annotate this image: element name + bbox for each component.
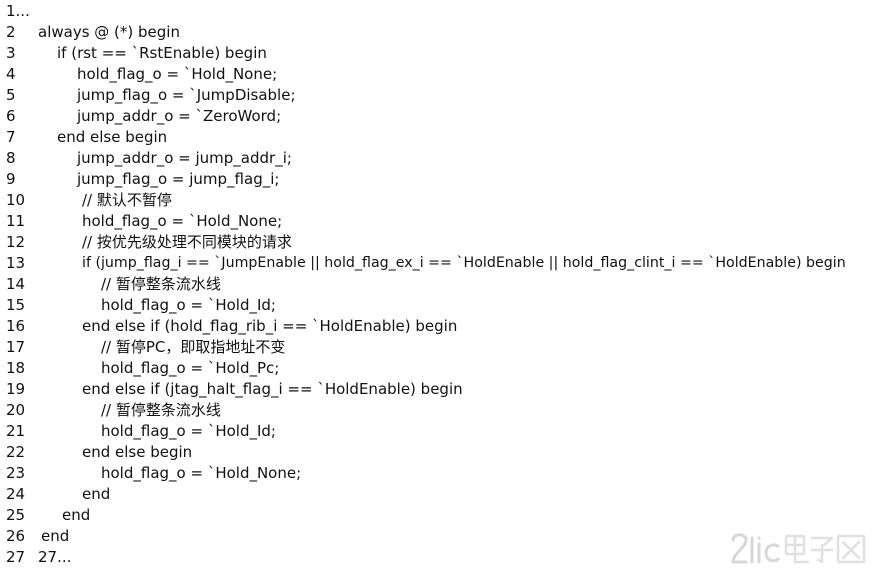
line-number: 23 bbox=[6, 464, 26, 482]
line-number: 1... bbox=[6, 2, 30, 20]
line-text: // 默认不暂停 bbox=[82, 191, 172, 209]
line-number: 15 bbox=[6, 296, 26, 314]
line-text: hold_flag_o = `Hold_Id; bbox=[101, 422, 276, 440]
code-line: 26 end bbox=[0, 526, 888, 547]
line-text: hold_flag_o = `Hold_Pc; bbox=[101, 359, 280, 377]
code-line: 13 if (jump_flag_i == `JumpEnable || hol… bbox=[0, 253, 888, 274]
code-line: 24 end bbox=[0, 484, 888, 505]
line-number: 10 bbox=[6, 191, 26, 209]
line-number: 20 bbox=[6, 401, 26, 419]
code-line: 12 // 按优先级处理不同模块的请求 bbox=[0, 232, 888, 253]
site-watermark bbox=[728, 528, 878, 568]
code-line: 16 end else if (hold_flag_rib_i == `Hold… bbox=[0, 316, 888, 337]
code-line: 19 end else if (jtag_halt_flag_i == `Hol… bbox=[0, 379, 888, 400]
line-text: // 暂停整条流水线 bbox=[101, 401, 221, 419]
line-text: end else if (jtag_halt_flag_i == `HoldEn… bbox=[82, 380, 463, 398]
line-text: end else begin bbox=[57, 128, 168, 146]
line-number: 19 bbox=[6, 380, 26, 398]
line-number: 5 bbox=[6, 86, 16, 104]
code-line: 23 hold_flag_o = `Hold_None; bbox=[0, 463, 888, 484]
line-text: jump_addr_o = `ZeroWord; bbox=[77, 107, 282, 125]
line-text: // 暂停PC，即取指地址不变 bbox=[101, 338, 286, 356]
line-number: 12 bbox=[6, 233, 26, 251]
line-text: hold_flag_o = `Hold_None; bbox=[82, 212, 283, 230]
code-line: 9 jump_flag_o = jump_flag_i; bbox=[0, 169, 888, 190]
line-number: 7 bbox=[6, 128, 16, 146]
code-line: 1... bbox=[0, 1, 888, 22]
line-number: 16 bbox=[6, 317, 26, 335]
line-number: 3 bbox=[6, 44, 16, 62]
line-text: jump_flag_o = jump_flag_i; bbox=[77, 170, 280, 188]
line-number: 18 bbox=[6, 359, 26, 377]
line-text: jump_flag_o = `JumpDisable; bbox=[77, 86, 296, 104]
line-number: 14 bbox=[6, 275, 26, 293]
line-text: end bbox=[41, 527, 70, 545]
line-number: 4 bbox=[6, 65, 16, 83]
watermark-logo-icon bbox=[731, 533, 866, 564]
line-number: 9 bbox=[6, 170, 16, 188]
code-line: 25 end bbox=[0, 505, 888, 526]
line-number: 8 bbox=[6, 149, 16, 167]
line-number: 11 bbox=[6, 212, 26, 230]
code-line: 6 jump_addr_o = `ZeroWord; bbox=[0, 106, 888, 127]
code-line: 4 hold_flag_o = `Hold_None; bbox=[0, 64, 888, 85]
code-line: 8 jump_addr_o = jump_addr_i; bbox=[0, 148, 888, 169]
line-text: // 暂停整条流水线 bbox=[101, 275, 221, 293]
code-line: 10 // 默认不暂停 bbox=[0, 190, 888, 211]
code-line: 21 hold_flag_o = `Hold_Id; bbox=[0, 421, 888, 442]
code-line: 11 hold_flag_o = `Hold_None; bbox=[0, 211, 888, 232]
code-line: 2 always @ (*) begin bbox=[0, 22, 888, 43]
line-text: end bbox=[82, 485, 111, 503]
code-line: 3 if (rst == `RstEnable) begin bbox=[0, 43, 888, 64]
line-text: end else begin bbox=[82, 443, 193, 461]
line-number: 27 bbox=[6, 548, 26, 566]
line-number: 17 bbox=[6, 338, 26, 356]
line-text: end bbox=[62, 506, 91, 524]
code-line: 15 hold_flag_o = `Hold_Id; bbox=[0, 295, 888, 316]
line-text: always @ (*) begin bbox=[38, 23, 180, 41]
code-line: 17 // 暂停PC，即取指地址不变 bbox=[0, 337, 888, 358]
line-text: hold_flag_o = `Hold_Id; bbox=[101, 296, 276, 314]
code-line: 7 end else begin bbox=[0, 127, 888, 148]
line-number: 24 bbox=[6, 485, 26, 503]
line-number: 25 bbox=[6, 506, 26, 524]
line-text: hold_flag_o = `Hold_None; bbox=[77, 65, 278, 83]
line-number: 13 bbox=[6, 254, 26, 272]
code-line: 27 27... bbox=[0, 547, 888, 568]
line-number: 22 bbox=[6, 443, 26, 461]
line-number: 26 bbox=[6, 527, 26, 545]
code-line: 5 jump_flag_o = `JumpDisable; bbox=[0, 85, 888, 106]
line-text: jump_addr_o = jump_addr_i; bbox=[77, 149, 292, 167]
line-text: hold_flag_o = `Hold_None; bbox=[101, 464, 302, 482]
line-number: 2 bbox=[6, 23, 16, 41]
code-line: 18 hold_flag_o = `Hold_Pc; bbox=[0, 358, 888, 379]
line-text: // 按优先级处理不同模块的请求 bbox=[82, 233, 292, 251]
line-text: if (jump_flag_i == `JumpEnable || hold_f… bbox=[82, 255, 846, 271]
line-number: 6 bbox=[6, 107, 16, 125]
code-line: 22 end else begin bbox=[0, 442, 888, 463]
line-text: 27... bbox=[38, 548, 72, 566]
code-line: 14 // 暂停整条流水线 bbox=[0, 274, 888, 295]
code-line: 20 // 暂停整条流水线 bbox=[0, 400, 888, 421]
line-number: 21 bbox=[6, 422, 26, 440]
line-text: if (rst == `RstEnable) begin bbox=[57, 44, 267, 62]
line-text: end else if (hold_flag_rib_i == `HoldEna… bbox=[82, 317, 458, 335]
